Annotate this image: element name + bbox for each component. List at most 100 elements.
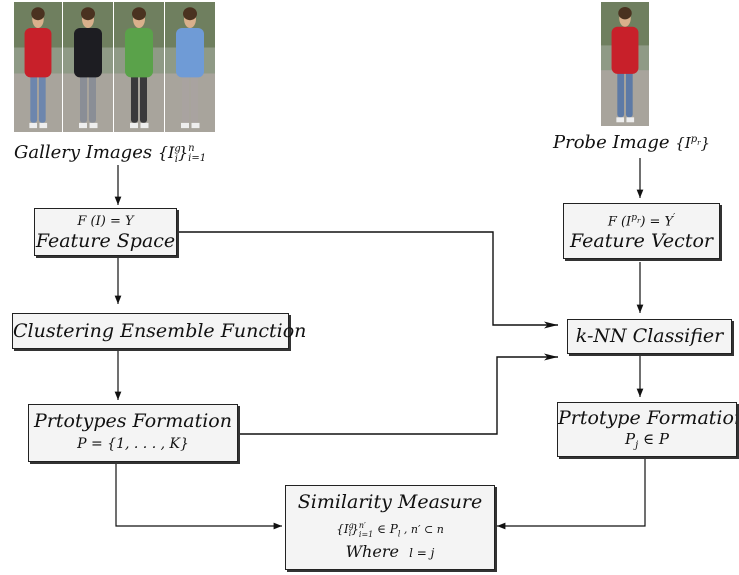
gallery-set-open: {I: [157, 143, 175, 162]
gallery-range-sup: n: [188, 142, 195, 154]
feature-space-formula: F (I) = Y: [77, 214, 134, 229]
knn-classifier-box: k-NN Classifier: [567, 319, 732, 354]
pedestrian-red-jacket-part-4: [38, 73, 46, 123]
prototypes-formation-box: Prtotypes Formation P = {1, . . . , K}: [28, 404, 238, 462]
pedestrian-green-sweater-part-7: [132, 7, 146, 21]
feature-vector-formula-sup: p: [631, 213, 637, 223]
feature-vector-label: Feature Vector: [570, 230, 713, 253]
pedestrian-red-jacket-part-4: [625, 70, 633, 118]
arrow-prototypes-to-similarity: [115, 462, 282, 530]
probe-prototype-formation-formula: Pj ∈ P: [558, 429, 736, 454]
pedestrian-black-jacket-part-9: [89, 122, 98, 129]
feature-vector-box: F (Ipr) = Y′ Feature Vector: [563, 203, 720, 259]
pedestrian-red-jacket-part-3: [617, 70, 625, 118]
pedestrian-green-sweater-part-9: [140, 122, 149, 129]
probe-caption-text: Probe Image: [553, 132, 670, 153]
pedestrian-blue-hoodie-part-7: [183, 7, 197, 21]
pedestrian-blue-hoodie-part-5: [176, 28, 204, 78]
probe-notation: {Ipr}: [675, 134, 710, 152]
similarity-set-open: {I: [336, 522, 349, 536]
feature-vector-formula-b: ) = Y: [640, 214, 674, 230]
similarity-measure-box: Similarity Measure {Igi}n′i=1 ∈ Pl , n′ …: [285, 485, 495, 570]
feature-vector-formula-prime: ′: [673, 213, 676, 223]
feature-space-box: F (I) = Y Feature Space: [34, 208, 177, 256]
probe-prototype-formation-box: Prtotype Formation Pj ∈ P: [557, 402, 737, 457]
probe-caption: Probe Image {Ipr}: [553, 132, 710, 153]
pedestrian-red-jacket-part-8: [616, 117, 625, 123]
arrow-feature-space-to-knn: [177, 231, 558, 329]
pedestrian-red-jacket-part-1: [14, 73, 62, 132]
similarity-member-sub: l: [397, 529, 401, 539]
probe-notation-sup: p: [690, 134, 698, 145]
similarity-where-row: Where l = j: [286, 542, 494, 563]
pedestrian-blue-hoodie-part-3: [182, 73, 189, 123]
similarity-where-formula: l = j: [409, 546, 435, 561]
pedestrian-red-jacket-part-1: [601, 70, 649, 126]
pedestrian-black-jacket-part-4: [89, 73, 96, 123]
gallery-photo-1: [14, 2, 62, 132]
clustering-box: Clustering Ensemble Function: [12, 313, 307, 349]
prototypes-formation-formula: P = {1, . . . , K}: [77, 436, 189, 452]
pedestrian-red-jacket-part-5: [611, 26, 639, 74]
pedestrian-blue-hoodie-part-1: [165, 73, 215, 132]
knn-classifier-label: k-NN Classifier: [575, 325, 724, 347]
pedestrian-red-jacket-part-7: [31, 7, 45, 21]
pedestrian-black-jacket-icon: [63, 2, 113, 132]
probe-photo: [601, 2, 649, 126]
gallery-photo-3: [114, 2, 164, 132]
pedestrian-green-sweater-part-8: [130, 122, 138, 129]
gallery-photo-2: [63, 2, 113, 132]
pedestrian-blue-hoodie-part-4: [191, 73, 198, 123]
prototypes-formation-label: Prtotypes Formation: [34, 410, 232, 432]
pedestrian-red-jacket-part-9: [39, 122, 48, 129]
similarity-member: ∈ P: [373, 522, 398, 536]
pedestrian-blue-hoodie-part-8: [181, 122, 189, 129]
arrow-prototype-probe-to-similarity: [497, 457, 646, 530]
clustering-label: Clustering Ensemble Function: [13, 320, 307, 342]
probe-prototype-formula-a: P: [625, 430, 636, 448]
pedestrian-black-jacket-part-5: [74, 28, 102, 78]
feature-vector-formula-sup-sub: r: [636, 216, 641, 225]
probe-prototype-formation-label: Prtotype Formation: [558, 407, 737, 429]
pedestrian-red-jacket-part-8: [29, 122, 38, 129]
probe-notation-open: {I: [675, 134, 691, 152]
similarity-range-sup: n′: [358, 520, 366, 530]
similarity-measure-label: Similarity Measure: [297, 491, 483, 513]
pedestrian-green-sweater-part-1: [114, 73, 164, 132]
pedestrian-red-jacket-part-7: [618, 6, 632, 20]
probe-notation-sup-sub: r: [697, 139, 701, 147]
pedestrian-green-sweater-part-4: [140, 73, 147, 123]
pedestrian-blue-hoodie-part-9: [191, 122, 200, 129]
similarity-subset: , n′ ⊂ n: [400, 523, 444, 536]
pedestrian-black-jacket-part-1: [63, 73, 113, 132]
feature-vector-formula: F (Ipr) = Y′: [564, 204, 719, 230]
similarity-range-sub: i=1: [358, 529, 374, 539]
pedestrian-green-sweater-part-3: [131, 73, 138, 123]
gallery-photo-4: [165, 2, 215, 132]
pedestrian-green-sweater-part-5: [125, 28, 153, 78]
gallery-caption-text: Gallery Images: [14, 142, 153, 163]
pedestrian-red-jacket-icon: [601, 2, 649, 126]
pedestrian-blue-hoodie-icon: [165, 2, 215, 132]
pedestrian-red-jacket-icon: [14, 2, 62, 132]
arrow-prototypes-to-knn: [238, 353, 558, 435]
feature-space-label: Feature Space: [35, 230, 176, 252]
similarity-set-sup: g: [348, 521, 354, 530]
pedestrian-black-jacket-part-8: [79, 122, 87, 129]
pedestrian-black-jacket-part-7: [81, 7, 95, 21]
pedestrian-red-jacket-part-9: [626, 117, 635, 123]
gallery-set-close: }: [177, 143, 189, 162]
pedestrian-red-jacket-part-5: [24, 28, 52, 78]
gallery-set-sub: i: [174, 154, 178, 166]
pedestrian-red-jacket-part-3: [30, 73, 38, 123]
probe-notation-close: }: [700, 134, 711, 152]
pedestrian-black-jacket-part-3: [80, 73, 87, 123]
pedestrian-green-sweater-icon: [114, 2, 164, 132]
similarity-set-formula: {Igi}n′i=1 ∈ Pl , n′ ⊂ n: [286, 513, 494, 542]
similarity-set-sub: i: [348, 529, 352, 539]
gallery-set-sup: g: [174, 143, 181, 155]
gallery-range-sub: i=1: [188, 152, 207, 164]
